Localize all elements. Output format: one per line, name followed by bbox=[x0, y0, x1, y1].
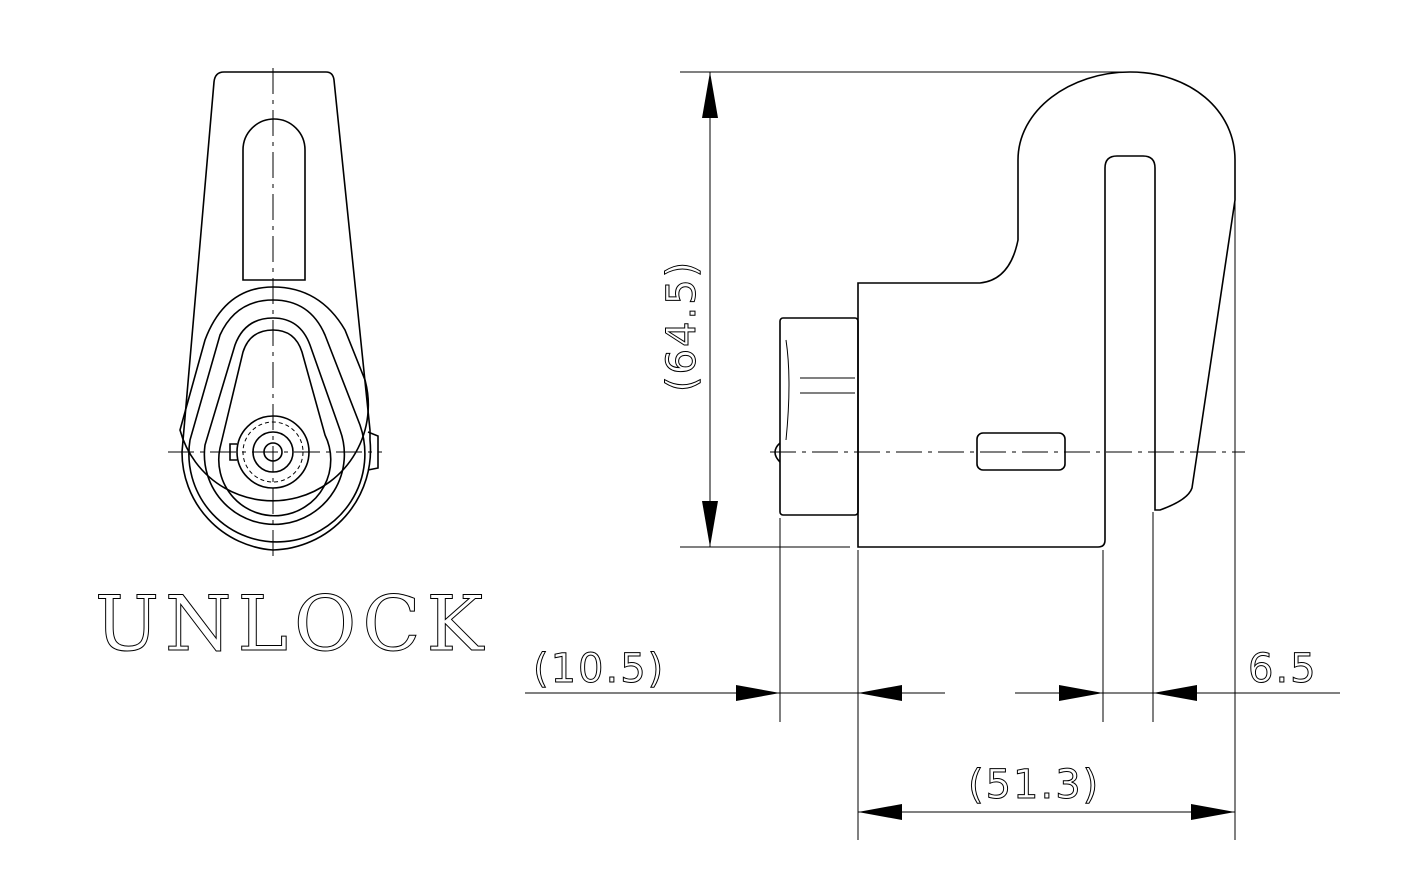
arrow-down bbox=[702, 501, 718, 547]
arrow-body-right bbox=[1191, 804, 1235, 820]
front-teardrop-outer bbox=[188, 299, 366, 543]
arrow-cyl-left bbox=[736, 685, 780, 701]
arrow-cyl-right bbox=[858, 685, 902, 701]
front-teardrop-mid bbox=[203, 317, 346, 526]
dim-cylinder-text: (10.5) bbox=[533, 646, 665, 692]
dim-slot-text: 6.5 bbox=[1248, 646, 1318, 692]
arrow-slot-right bbox=[1153, 685, 1197, 701]
dim-body-text: (51.3) bbox=[968, 762, 1100, 808]
side-lock-cylinder bbox=[779, 317, 859, 516]
front-rim-outer bbox=[179, 286, 370, 502]
dimensions: (64.5) (10.5) 6.5 (51.3) bbox=[525, 71, 1340, 840]
cylinder-detail bbox=[785, 339, 790, 441]
view-label-unlock: UNLOCK bbox=[95, 579, 489, 668]
front-view: UNLOCK bbox=[95, 68, 489, 669]
front-slot bbox=[242, 118, 306, 281]
side-body-outline bbox=[857, 71, 1236, 548]
front-teardrop-inner bbox=[217, 329, 332, 517]
arrow-body-left bbox=[858, 804, 902, 820]
dim-height-text: (64.5) bbox=[659, 260, 705, 392]
arrow-up bbox=[702, 72, 718, 118]
arrow-slot-left bbox=[1059, 685, 1103, 701]
side-view bbox=[770, 71, 1245, 548]
